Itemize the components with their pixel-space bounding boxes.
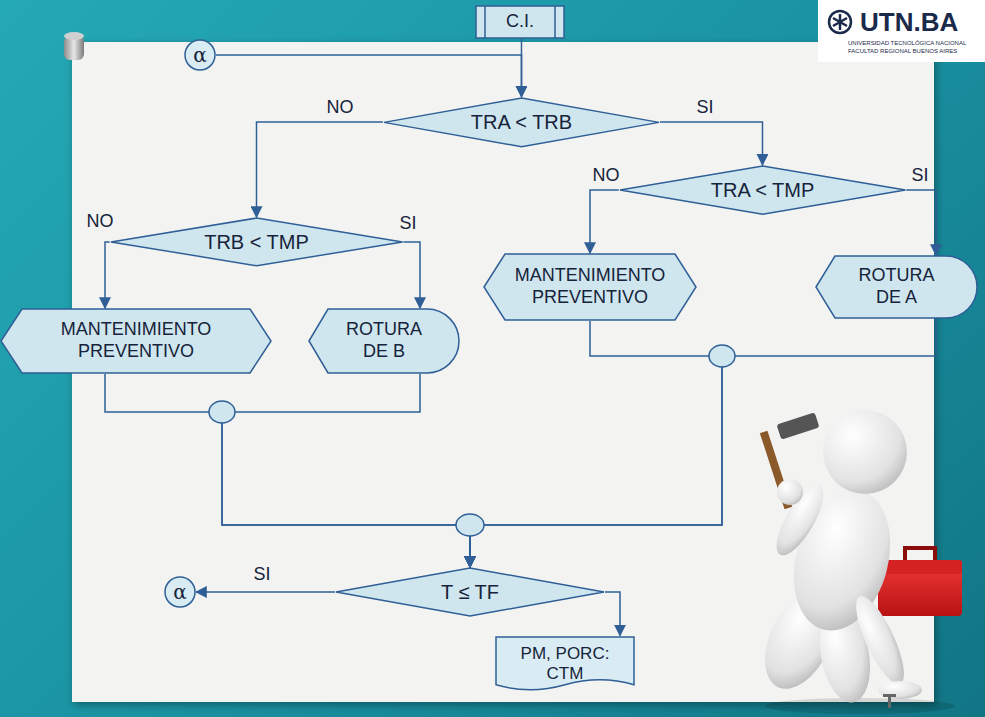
- mechanic-figure: [751, 410, 962, 714]
- logo-text: UTN.BA: [860, 8, 958, 37]
- flow-connector: [906, 190, 936, 255]
- nail: [888, 696, 891, 708]
- flow-connector: [403, 242, 420, 308]
- node-text: ROTURA DE A: [852, 265, 942, 308]
- merge-circle: [709, 345, 735, 367]
- flow-connector: [105, 242, 110, 308]
- node-text: MANTENIMIENTO PREVENTIVO: [505, 265, 675, 308]
- process-box: MANTENIMIENTO PREVENTIVO: [0, 308, 272, 374]
- node-text: α: [193, 43, 207, 67]
- node-text: T ≤ TF: [441, 580, 499, 604]
- flow-connector: [470, 321, 722, 567]
- logo-subtitle: UNIVERSIDAD TECNOLÓGICA NACIONAL: [848, 40, 966, 47]
- node-text: α: [173, 580, 187, 604]
- merge-circle: [456, 514, 484, 536]
- logo-box: [818, 0, 985, 62]
- edge-label: SI: [696, 98, 713, 118]
- toolbox: [878, 560, 962, 616]
- edge-label: NO: [327, 98, 354, 118]
- decision-diamond: TRA < TMP: [619, 165, 906, 215]
- process-box: ROTURA DE A: [815, 255, 978, 319]
- merge-circle: [209, 401, 235, 423]
- edge-label: NO: [593, 166, 620, 186]
- decision-diamond: T ≤ TF: [335, 567, 605, 617]
- node-text: TRA < TMP: [711, 178, 815, 202]
- predefined-process: C.I.: [475, 5, 565, 39]
- connector-circle: α: [164, 576, 196, 608]
- node-text: TRA < TRB: [471, 110, 572, 134]
- edge-label: SI: [253, 565, 270, 585]
- logo-subtitle: FACULTAD REGIONAL BUENOS AIRES: [848, 48, 957, 55]
- decision-diamond: TRA < TRB: [383, 97, 660, 148]
- flow-connector: [222, 374, 470, 567]
- flow-connector: [590, 190, 619, 253]
- node-text: ROTURA DE B: [339, 319, 429, 362]
- connector-circle: α: [184, 39, 216, 71]
- flow-connector: [605, 592, 620, 636]
- process-box: ROTURA DE B: [308, 308, 460, 374]
- flow-connector: [257, 122, 383, 217]
- flow-connector: [105, 374, 470, 567]
- flow-connector: [216, 55, 521, 97]
- flow-connector: [660, 122, 762, 165]
- node-text: PM, PORC: CTM: [515, 644, 615, 685]
- node-text: TRB < TMP: [204, 230, 309, 254]
- edge-label: SI: [911, 166, 928, 186]
- output-document: PM, PORC: CTM: [495, 636, 635, 693]
- decision-diamond: TRB < TMP: [110, 217, 404, 267]
- edge-label: NO: [87, 212, 114, 232]
- node-text: C.I.: [506, 11, 534, 33]
- process-box: MANTENIMIENTO PREVENTIVO: [483, 253, 697, 321]
- edge-label: SI: [399, 214, 416, 234]
- flow-connector: [196, 591, 335, 593]
- node-text: MANTENIMIENTO PREVENTIVO: [51, 319, 221, 362]
- pin: [64, 32, 84, 60]
